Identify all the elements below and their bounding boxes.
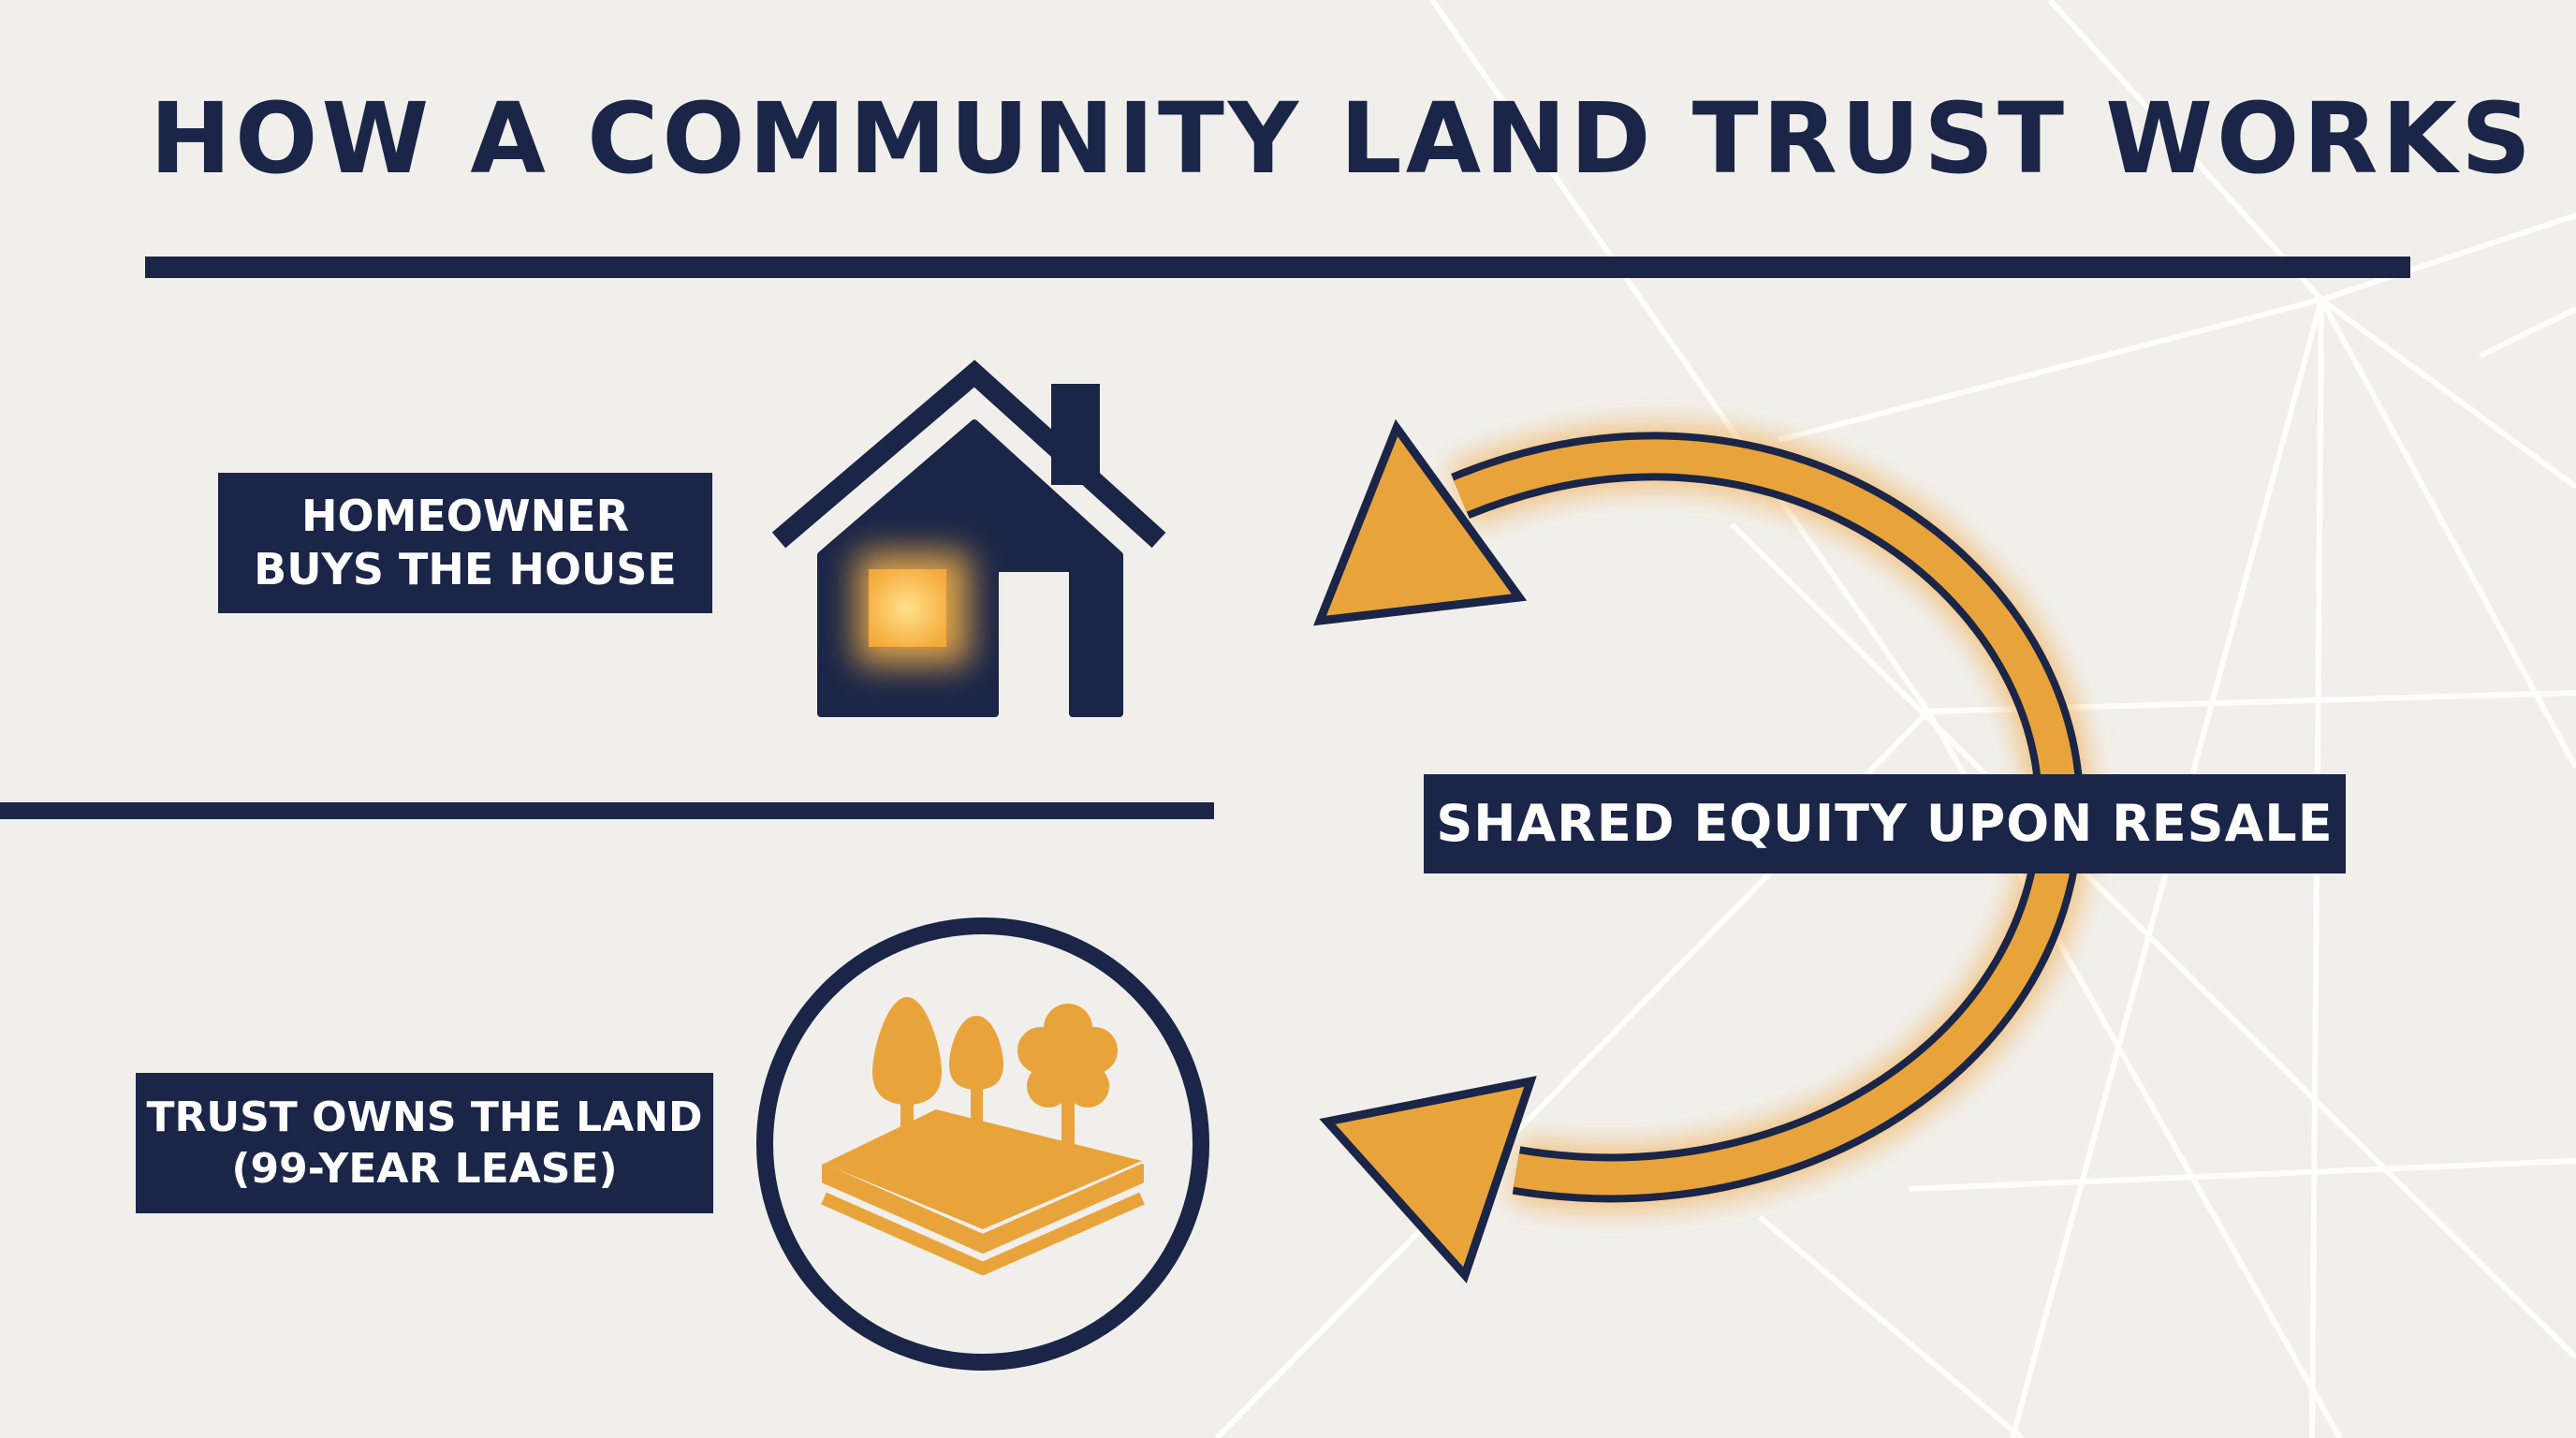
trust-label-line2: (99-YEAR LEASE) xyxy=(231,1145,618,1193)
house-icon xyxy=(771,360,1166,717)
window xyxy=(869,569,946,647)
homeowner-label-line1: HOMEOWNER xyxy=(301,490,629,541)
page-title: HOW A COMMUNITY LAND TRUST WORKS xyxy=(150,81,2535,196)
land-trees-icon xyxy=(756,917,1209,1371)
arrowhead-top xyxy=(1313,418,1528,626)
trust-label: TRUST OWNS THE LAND (99-YEAR LEASE) xyxy=(136,1073,713,1213)
homeowner-label-line2: BUYS THE HOUSE xyxy=(254,544,677,594)
arrowhead-bottom xyxy=(1319,1076,1537,1284)
section-divider xyxy=(0,802,1214,819)
title-divider xyxy=(145,257,2410,278)
equity-label: SHARED EQUITY UPON RESALE xyxy=(1424,774,2346,873)
homeowner-label: HOMEOWNER BUYS THE HOUSE xyxy=(218,473,712,613)
trust-label-line1: TRUST OWNS THE LAND xyxy=(146,1093,703,1141)
equity-label-text: SHARED EQUITY UPON RESALE xyxy=(1436,794,2334,854)
